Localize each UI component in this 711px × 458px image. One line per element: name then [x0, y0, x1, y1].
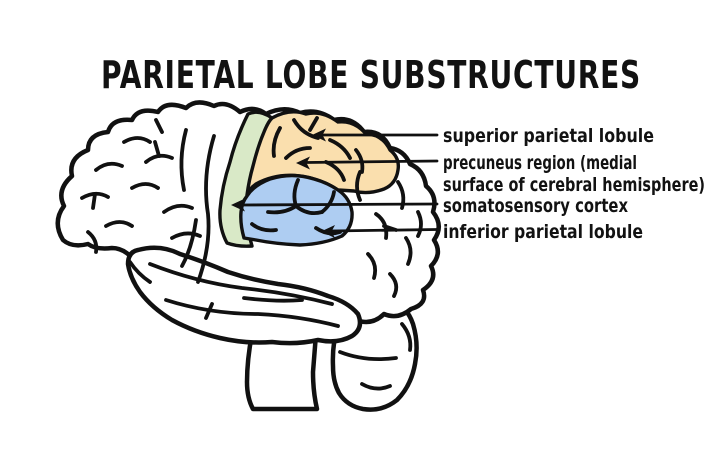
leader-arrow-precuneus: [296, 156, 439, 170]
leader-arrow-somatosensory: [231, 198, 439, 212]
label-precuneus-region-line2: surface of cerebral hemisphere): [443, 174, 705, 196]
inferior-parietal-region: [239, 173, 354, 247]
leader-arrows: [231, 128, 439, 238]
label-inferior-parietal-lobule: inferior parietal lobule: [443, 221, 643, 243]
arrowhead-icon: [296, 156, 310, 170]
arrowhead-icon: [321, 225, 335, 238]
label-precuneus-region-line1: precuneus region (medial: [443, 152, 637, 174]
label-superior-parietal-lobule: superior parietal lobule: [443, 125, 654, 147]
label-somatosensory-cortex: somatosensory cortex: [443, 195, 628, 217]
arrowhead-icon: [231, 198, 245, 212]
leader-arrow-inferior-parietal: [321, 225, 439, 238]
brainstem-shape: [244, 331, 320, 412]
arrowhead-icon: [312, 128, 326, 142]
leader-arrow-superior-parietal: [312, 128, 439, 142]
diagram-title: PARIETAL LOBE SUBSTRUCTURES: [101, 53, 641, 97]
